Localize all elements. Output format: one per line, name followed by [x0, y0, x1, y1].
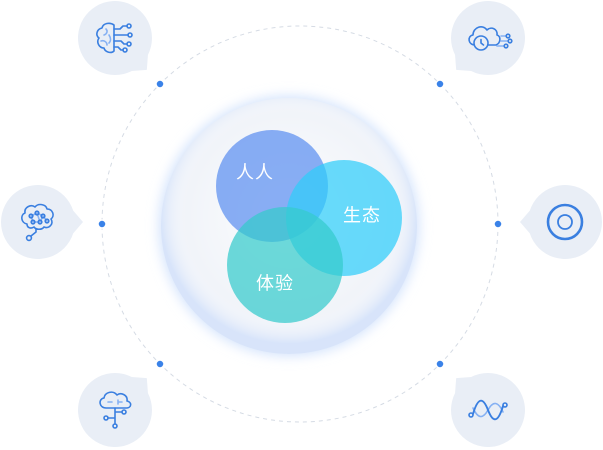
- cloud-detail-lines: [107, 399, 123, 405]
- data-node: [503, 43, 509, 49]
- venn-label-experience: 体验: [256, 274, 294, 295]
- clock-hands: [480, 38, 485, 46]
- tree-node: [121, 409, 127, 415]
- venn-label-people: 人人: [236, 163, 274, 184]
- satellite-left: [1, 185, 83, 259]
- network-node: [28, 213, 34, 219]
- tree-node: [112, 423, 118, 429]
- satellite-top-left: [78, 1, 152, 75]
- sine-wave-icon: [468, 399, 508, 421]
- target-inner-ring: [557, 214, 573, 230]
- wave-end-node: [468, 412, 474, 418]
- network-node: [37, 219, 43, 225]
- satellite-bottom-right: [451, 373, 525, 447]
- brain-outline: [21, 203, 54, 231]
- network-node: [30, 219, 36, 225]
- network-node: [40, 213, 46, 219]
- speech-bubble: [520, 185, 602, 259]
- brain-network-icon: [21, 203, 54, 242]
- network-node: [44, 218, 50, 224]
- venn-diagram: 人人 生态 体验: [216, 130, 402, 323]
- orbit-dot: [155, 79, 165, 89]
- circuit-node: [126, 41, 132, 47]
- brain-outline: [96, 22, 115, 54]
- target-icon: [546, 203, 584, 241]
- circuit-node: [127, 32, 133, 38]
- orbit-dot: [435, 359, 445, 369]
- satellite-bottom-left: [78, 373, 152, 447]
- orbit-dot: [155, 359, 165, 369]
- brain-stem: [30, 228, 37, 237]
- tree-node: [103, 415, 109, 421]
- data-node: [505, 33, 511, 39]
- venn-circle-experience: [227, 207, 343, 323]
- speech-bubble: [451, 1, 525, 75]
- orbit-dot: [493, 219, 503, 229]
- data-line-paths: [496, 35, 509, 47]
- data-node: [507, 38, 513, 44]
- cloud-clock-icon: [468, 26, 513, 51]
- stem-node: [25, 234, 33, 242]
- orbit-dot: [435, 79, 445, 89]
- speech-bubble: [78, 1, 152, 75]
- data-lines: [496, 35, 509, 47]
- target-outer-ring: [546, 203, 584, 241]
- primary-wave: [472, 399, 504, 421]
- network-node: [34, 210, 40, 216]
- cloud-outline: [99, 391, 132, 409]
- wave-end-node: [502, 402, 508, 408]
- orbit: [97, 25, 503, 423]
- circuit-lines: [113, 25, 129, 51]
- circuit-node: [126, 23, 132, 29]
- cloud-outline: [468, 26, 501, 46]
- circuit-node: [122, 47, 128, 53]
- satellite-top-right: [451, 1, 525, 75]
- cloud-tree-network-icon: [99, 391, 132, 429]
- ai-brain-circuit-icon: [96, 22, 133, 54]
- brain-fold-lines: [100, 28, 112, 46]
- satellite-right: [520, 185, 602, 259]
- venn-label-ecology: 生态: [343, 206, 381, 227]
- brain-folds: [100, 28, 112, 46]
- orbit-dot: [97, 219, 107, 229]
- cloud-details: [107, 399, 123, 405]
- tree-branches: [107, 407, 123, 425]
